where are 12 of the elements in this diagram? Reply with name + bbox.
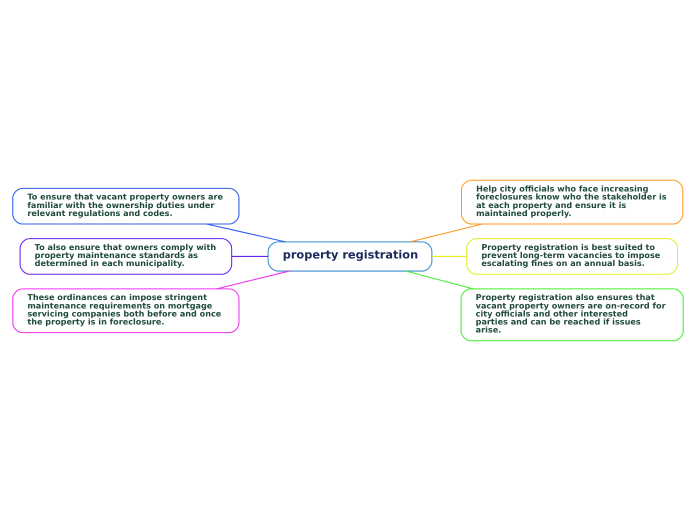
node-box: Help city officials who face increasing foreclosures know who the stakeholder is at each property and ensure it is maintained properly.: [460, 179, 684, 224]
connector: [232, 255, 268, 256]
node-box: Property registration also ensures that vacant property owners are on-record for city officials and other interested parties and can be reached if issues arise.: [460, 288, 684, 341]
node-box: property registration: [268, 240, 432, 272]
node-box: Property registration is best suited to prevent long-term vacancies to impose escalating fines on an annual basis.: [466, 238, 678, 274]
connector: [432, 255, 467, 256]
connector: [406, 270, 474, 289]
node-box: To also ensure that owners comply with property maintenance standards as determined in each municipality.: [20, 238, 232, 274]
node-box: These ordinances can impose stringent maintenance requirements on mortgage servicing companies both before and once the property is in foreclosure.: [12, 288, 240, 333]
node-box: To ensure that vacant property owners are familiar with the ownership duties under relevant regulations and codes.: [12, 187, 240, 224]
connector: [410, 223, 483, 242]
connector: [206, 223, 286, 242]
